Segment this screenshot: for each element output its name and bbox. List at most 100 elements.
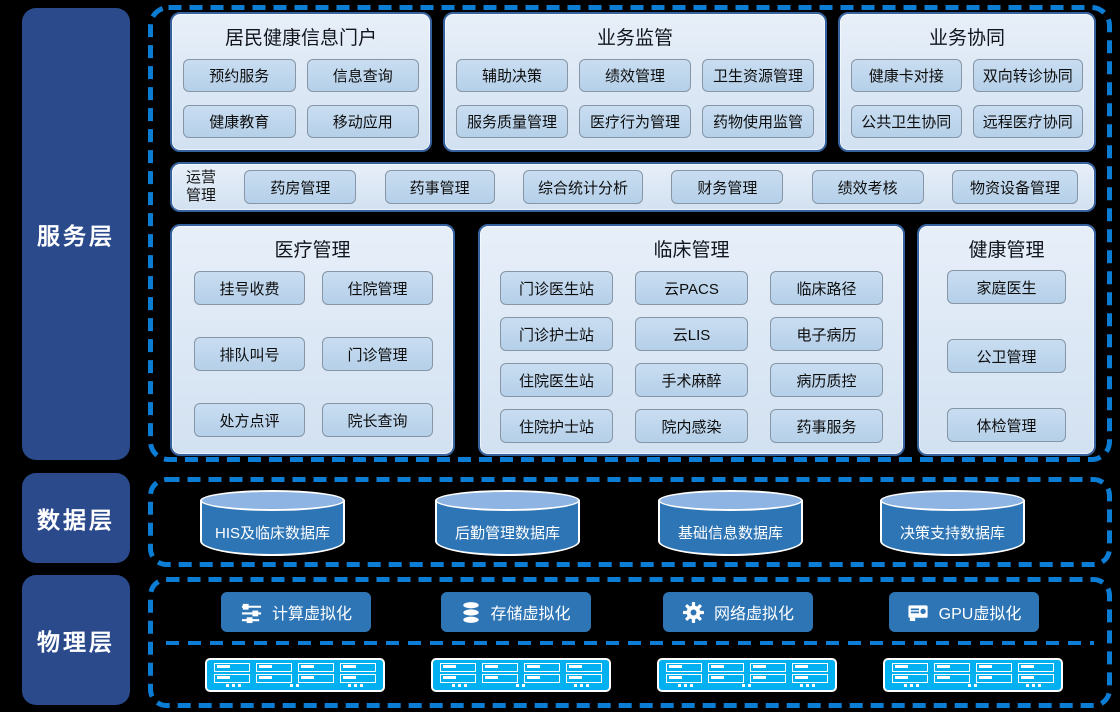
operations-label: 运营 管理 [186,169,216,205]
module-chip: 手术麻醉 [635,363,748,397]
layer-label-text: 数据层 [37,507,115,533]
module-grid: 门诊医生站 云PACS 临床路径 门诊护士站 云LIS 电子病历 住院医生站 手… [500,271,883,443]
module-chip: 预约服务 [183,59,296,92]
gear-icon [682,601,705,623]
virtualization-label: 计算虚拟化 [271,606,352,623]
dashed-border [148,477,1112,567]
module-chip: 门诊管理 [322,337,433,371]
module-chip: 公共卫生协同 [851,105,962,138]
database-cylinder: 后勤管理数据库 [435,490,580,556]
virtualization-node-network: 网络虚拟化 [663,592,813,632]
gpu-icon [908,604,928,621]
module-chip: 院长查询 [322,403,433,437]
panel-title: 居民健康信息门户 [224,28,377,49]
operations-label-line2: 管理 [186,187,217,204]
module-chip: 排队叫号 [194,337,305,371]
layer-label-text: 物理层 [37,629,115,655]
module-chip: 住院护士站 [500,409,613,443]
panel-operations-management: 运营 管理 药房管理 药事管理 综合统计分析 财务管理 绩效考核 物资设备管理 [170,162,1096,212]
module-chip: 药事服务 [770,409,883,443]
module-chip: 公卫管理 [947,339,1066,373]
virtualization-node-storage: 存储虚拟化 [441,592,591,632]
module-chip: 绩效考核 [811,170,924,204]
module-chip: 物资设备管理 [951,170,1078,204]
module-chip: 健康教育 [183,105,296,138]
layer-label-text: 服务层 [37,223,115,249]
database-cylinder: HIS及临床数据库 [200,490,345,556]
layer-label-service: 服务层 [22,8,130,460]
database-label: 后勤管理数据库 [454,525,560,542]
module-chip: 绩效管理 [579,59,691,92]
module-chip: 病历质控 [770,363,883,397]
module-grid: 预约服务 信息查询 健康教育 移动应用 [183,59,419,138]
sliders-icon [241,603,262,623]
panel-title: 医疗管理 [274,240,351,261]
panel-business-supervision: 业务监管 辅助决策 绩效管理 卫生资源管理 服务质量管理 医疗行为管理 药物使用… [443,12,827,152]
module-chip: 综合统计分析 [523,170,643,204]
cylinder-top [880,490,1025,511]
module-chip: 药物使用监管 [702,105,814,138]
panel-title: 业务协同 [928,28,1005,49]
module-chip: 药房管理 [244,170,357,204]
panel-resident-portal: 居民健康信息门户 预约服务 信息查询 健康教育 移动应用 [170,12,432,152]
module-chip: 财务管理 [671,170,784,204]
virtualization-label: GPU虚拟化 [938,606,1022,623]
operations-row: 运营 管理 药房管理 药事管理 综合统计分析 财务管理 绩效考核 物资设备管理 [172,164,1094,210]
module-grid: 辅助决策 绩效管理 卫生资源管理 服务质量管理 医疗行为管理 药物使用监管 [456,59,814,138]
virtualization-label: 网络虚拟化 [713,606,794,623]
module-chip: 住院医生站 [500,363,613,397]
module-chip: 移动应用 [306,105,419,138]
panel-title: 临床管理 [653,240,730,261]
server-rack [657,658,837,692]
module-chip: 云PACS [635,271,748,305]
cylinder-body [200,500,345,556]
panel-health-management: 健康管理 家庭医生 公卫管理 体检管理 [917,224,1096,456]
panel-medical-management: 医疗管理 挂号收费 住院管理 排队叫号 门诊管理 处方点评 院长查询 [170,224,455,456]
module-chip: 家庭医生 [947,270,1066,304]
module-chip: 双向转诊协同 [972,59,1083,92]
database-cylinder: 基础信息数据库 [658,490,803,556]
module-chip: 门诊护士站 [500,317,613,351]
module-chip: 住院管理 [322,271,433,305]
module-chip: 远程医疗协同 [972,105,1083,138]
module-grid: 家庭医生 公卫管理 体检管理 [919,270,1094,442]
service-layer-region: 居民健康信息门户 预约服务 信息查询 健康教育 移动应用 业务监管 辅助决策 绩… [148,5,1112,462]
module-chip: 临床路径 [770,271,883,305]
cylinder-body [658,500,803,556]
physical-layer-region: 计算虚拟化 存储虚拟化 网络虚 [148,577,1112,708]
module-chip: 门诊医生站 [500,271,613,305]
module-grid: 健康卡对接 双向转诊协同 公共卫生协同 远程医疗协同 [851,59,1083,138]
panel-title: 业务监管 [596,28,673,49]
module-chip: 健康卡对接 [851,59,962,92]
module-chip: 药事管理 [384,170,495,204]
module-chip: 辅助决策 [456,59,568,92]
virtualization-node-compute: 计算虚拟化 [221,592,371,632]
module-chip: 电子病历 [770,317,883,351]
module-chip: 院内感染 [635,409,748,443]
virtualization-label: 存储虚拟化 [490,606,571,623]
panel-business-collaboration: 业务协同 健康卡对接 双向转诊协同 公共卫生协同 远程医疗协同 [838,12,1096,152]
module-chip: 云LIS [635,317,748,351]
module-chip: 处方点评 [194,403,305,437]
virtualization-node-gpu: GPU虚拟化 [889,592,1039,632]
module-chip: 信息查询 [306,59,419,92]
storage-icon [463,601,480,623]
module-chip: 挂号收费 [194,271,305,305]
layer-label-physical: 物理层 [22,575,130,705]
data-layer-region: HIS及临床数据库 后勤管理数据库 基础信息数据库 决策支持数据库 [148,477,1112,567]
cylinder-top [435,490,580,511]
layer-label-data: 数据层 [22,473,130,563]
server-rack [431,658,611,692]
module-chip: 服务质量管理 [456,105,568,138]
database-label: 决策支持数据库 [899,525,1005,542]
database-cylinder: 决策支持数据库 [880,490,1025,556]
dashed-border [148,5,1112,462]
module-chip: 卫生资源管理 [702,59,814,92]
dashed-border [148,577,1112,708]
operations-label-line1: 运营 [186,169,217,186]
cylinder-top [658,490,803,511]
panel-title: 健康管理 [968,240,1045,261]
panel-clinical-management: 临床管理 门诊医生站 云PACS 临床路径 门诊护士站 云LIS 电子病历 住院… [478,224,905,456]
module-grid: 挂号收费 住院管理 排队叫号 门诊管理 处方点评 院长查询 [194,271,433,437]
